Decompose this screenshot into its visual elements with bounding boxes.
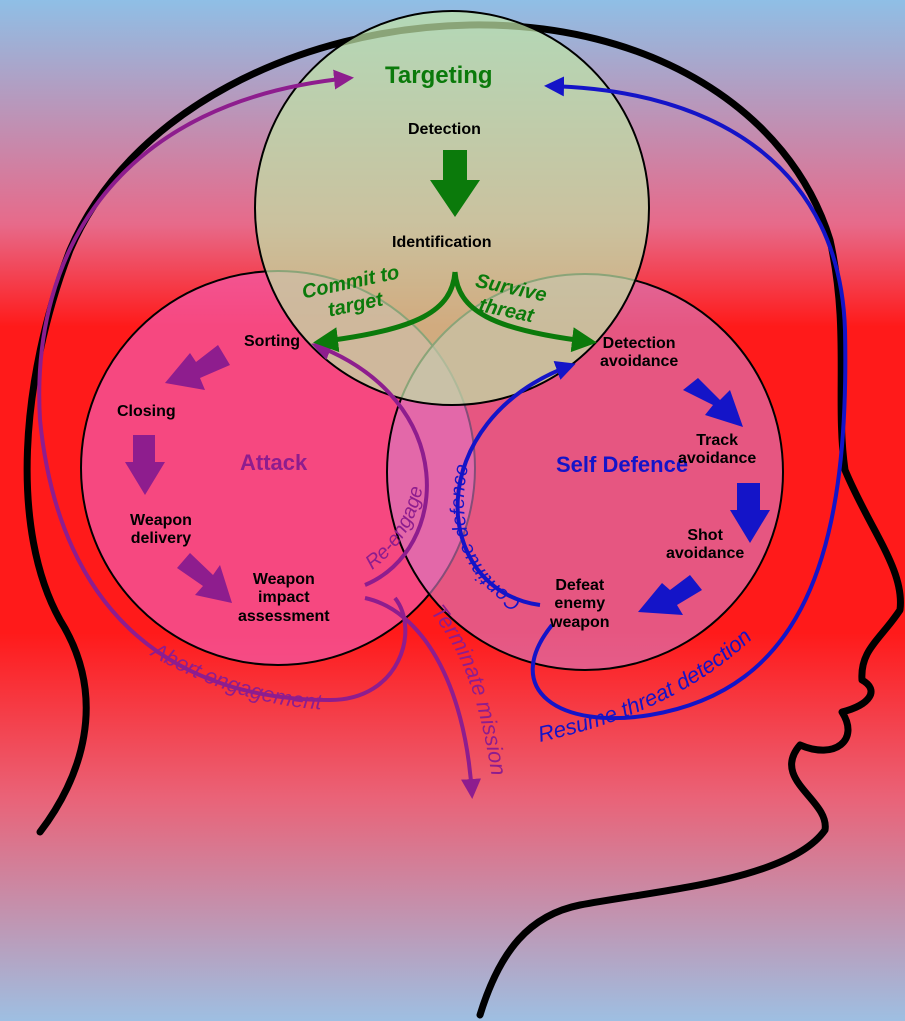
defeat-enemy-weapon-step: Defeat enemy weapon (550, 577, 610, 632)
targeting-title: Targeting (385, 62, 493, 90)
closing-step: Closing (117, 403, 176, 421)
attack-title: Attack (240, 450, 307, 475)
detection-avoidance-line1: Detection (600, 335, 678, 353)
self-defence-title: Self Defence (556, 450, 688, 481)
shot-avoidance-line1: Shot (666, 527, 744, 545)
identification-step: Identification (392, 234, 492, 252)
track-avoidance-step: Track avoidance (678, 432, 756, 469)
detection-avoidance-line2: avoidance (600, 353, 678, 371)
track-avoidance-line2: avoidance (678, 450, 756, 468)
weapon-delivery-line1: Weapon (130, 512, 192, 530)
sorting-step: Sorting (244, 333, 300, 351)
track-avoidance-line1: Track (678, 432, 756, 450)
weapon-delivery-step: Weapon delivery (130, 512, 192, 549)
detection-avoidance-step: Detection avoidance (600, 335, 678, 372)
self-defence-title-line2: Defence (602, 452, 688, 477)
defeat-line2: enemy (550, 595, 610, 613)
weapon-impact-line2: impact (238, 589, 330, 607)
weapon-delivery-line2: delivery (130, 530, 192, 548)
weapon-impact-line3: assessment (238, 608, 330, 626)
detection-step: Detection (408, 121, 481, 139)
defeat-line1: Defeat (550, 577, 610, 595)
shot-avoidance-line2: avoidance (666, 545, 744, 563)
defeat-line3: weapon (550, 614, 610, 632)
self-defence-title-line1: Self (556, 452, 596, 477)
weapon-impact-line1: Weapon (238, 571, 330, 589)
weapon-impact-assessment-step: Weapon impact assessment (238, 571, 330, 626)
shot-avoidance-step: Shot avoidance (666, 527, 744, 564)
